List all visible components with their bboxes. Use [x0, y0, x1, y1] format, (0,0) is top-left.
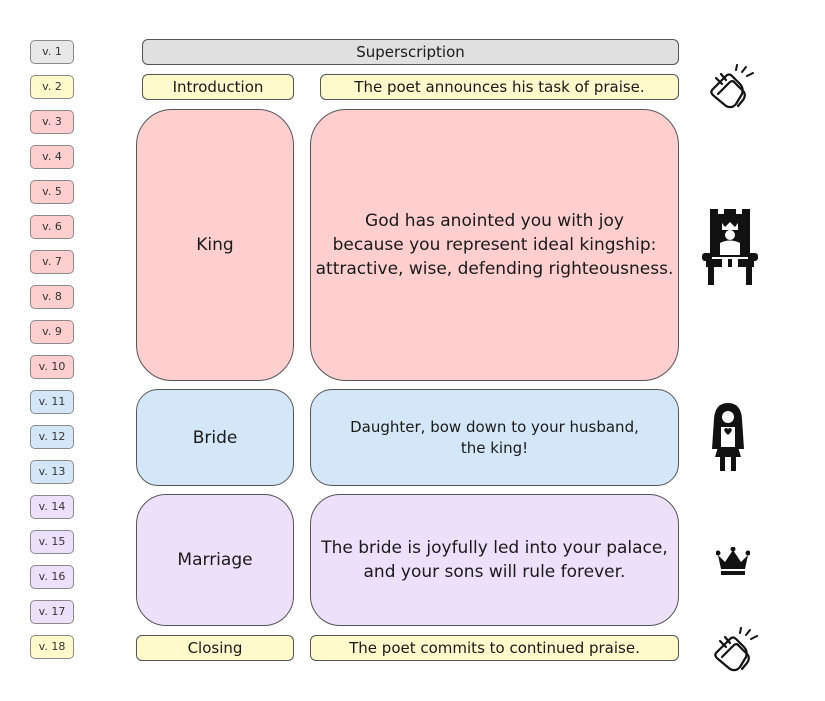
verse-pill: v. 8	[30, 285, 74, 309]
king-label-box: King	[136, 109, 294, 381]
introduction-description: The poet announces his task of praise.	[354, 78, 645, 96]
king-description-line: God has anointed you with joy	[365, 211, 624, 231]
bride-description-box: Daughter, bow down to your husband, the …	[310, 389, 679, 486]
verse-pill: v. 1	[30, 40, 74, 64]
bride-description-line: the king!	[460, 438, 529, 457]
marriage-label-box: Marriage	[136, 494, 294, 626]
introduction-description-box: The poet announces his task of praise.	[320, 74, 679, 100]
marriage-label: Marriage	[177, 550, 253, 570]
introduction-label-box: Introduction	[142, 74, 294, 100]
king-label: King	[196, 235, 234, 255]
verse-pill: v. 3	[30, 110, 74, 134]
verse-pill: v. 5	[30, 180, 74, 204]
verse-pill: v. 4	[30, 145, 74, 169]
verse-pill: v. 18	[30, 635, 74, 659]
introduction-label: Introduction	[172, 78, 264, 96]
verse-pill: v. 14	[30, 495, 74, 519]
verse-pill: v. 16	[30, 565, 74, 589]
verse-pill: v. 13	[30, 460, 74, 484]
verse-pill: v. 9	[30, 320, 74, 344]
verse-pill: v. 11	[30, 390, 74, 414]
superscription-label: Superscription	[356, 43, 465, 61]
closing-label: Closing	[187, 639, 243, 657]
bride-label-box: Bride	[136, 389, 294, 486]
bride-description-line: Daughter, bow down to your husband,	[350, 417, 639, 436]
king-description: God has anointed you with joy because yo…	[316, 209, 674, 281]
verse-pill: v. 12	[30, 425, 74, 449]
king-on-throne-icon	[702, 209, 758, 285]
bride-label: Bride	[192, 427, 238, 448]
king-description-line: because you represent ideal kingship:	[332, 235, 657, 255]
verse-pill: v. 15	[30, 530, 74, 554]
marriage-description-line: and your sons will rule forever.	[363, 562, 626, 582]
verse-pill: v. 6	[30, 215, 74, 239]
king-description-box: God has anointed you with joy because yo…	[310, 109, 679, 381]
closing-description-box: The poet commits to continued praise.	[310, 635, 679, 661]
verse-pill: v. 7	[30, 250, 74, 274]
clapping-hands-icon	[714, 627, 758, 672]
marriage-description: The bride is joyfully led into your pala…	[321, 536, 668, 584]
verse-pill: v. 17	[30, 600, 74, 624]
superscription-box: Superscription	[142, 39, 679, 65]
marriage-description-box: The bride is joyfully led into your pala…	[310, 494, 679, 626]
verse-pill: v. 10	[30, 355, 74, 379]
bride-description: Daughter, bow down to your husband, the …	[350, 417, 639, 459]
crown-icon	[716, 547, 750, 575]
verse-pill: v. 2	[30, 75, 74, 99]
bride-icon	[712, 403, 744, 471]
marriage-description-line: The bride is joyfully led into your pala…	[321, 538, 668, 558]
king-description-line: attractive, wise, defending righteousnes…	[315, 259, 674, 279]
closing-label-box: Closing	[136, 635, 294, 661]
clapping-hands-icon	[710, 64, 754, 109]
closing-description: The poet commits to continued praise.	[349, 639, 640, 657]
